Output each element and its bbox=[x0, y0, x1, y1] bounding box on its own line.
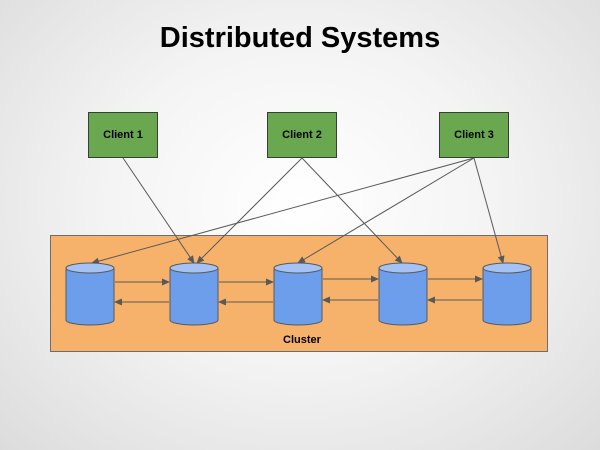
edge-client2-node4 bbox=[301, 157, 403, 264]
db-node-3 bbox=[273, 262, 323, 326]
client-2-box: Client 2 bbox=[267, 112, 337, 158]
client-3-label: Client 3 bbox=[454, 129, 494, 141]
client-2-label: Client 2 bbox=[282, 129, 322, 141]
db-node-5 bbox=[482, 262, 532, 326]
db-node-2 bbox=[169, 262, 219, 326]
client-3-box: Client 3 bbox=[439, 112, 509, 158]
edge-client1-node2 bbox=[122, 157, 195, 264]
client-1-box: Client 1 bbox=[88, 112, 158, 158]
page-title: Distributed Systems bbox=[159, 22, 441, 54]
client-1-label: Client 1 bbox=[103, 129, 143, 141]
edge-client3-node5 bbox=[473, 157, 505, 264]
cluster-label: Cluster bbox=[283, 334, 321, 346]
edge-client2-node2 bbox=[196, 157, 303, 264]
edge-client3-node3 bbox=[297, 157, 475, 264]
db-node-4 bbox=[378, 262, 428, 326]
edge-client3-node1 bbox=[91, 157, 475, 265]
db-node-1 bbox=[65, 262, 115, 326]
